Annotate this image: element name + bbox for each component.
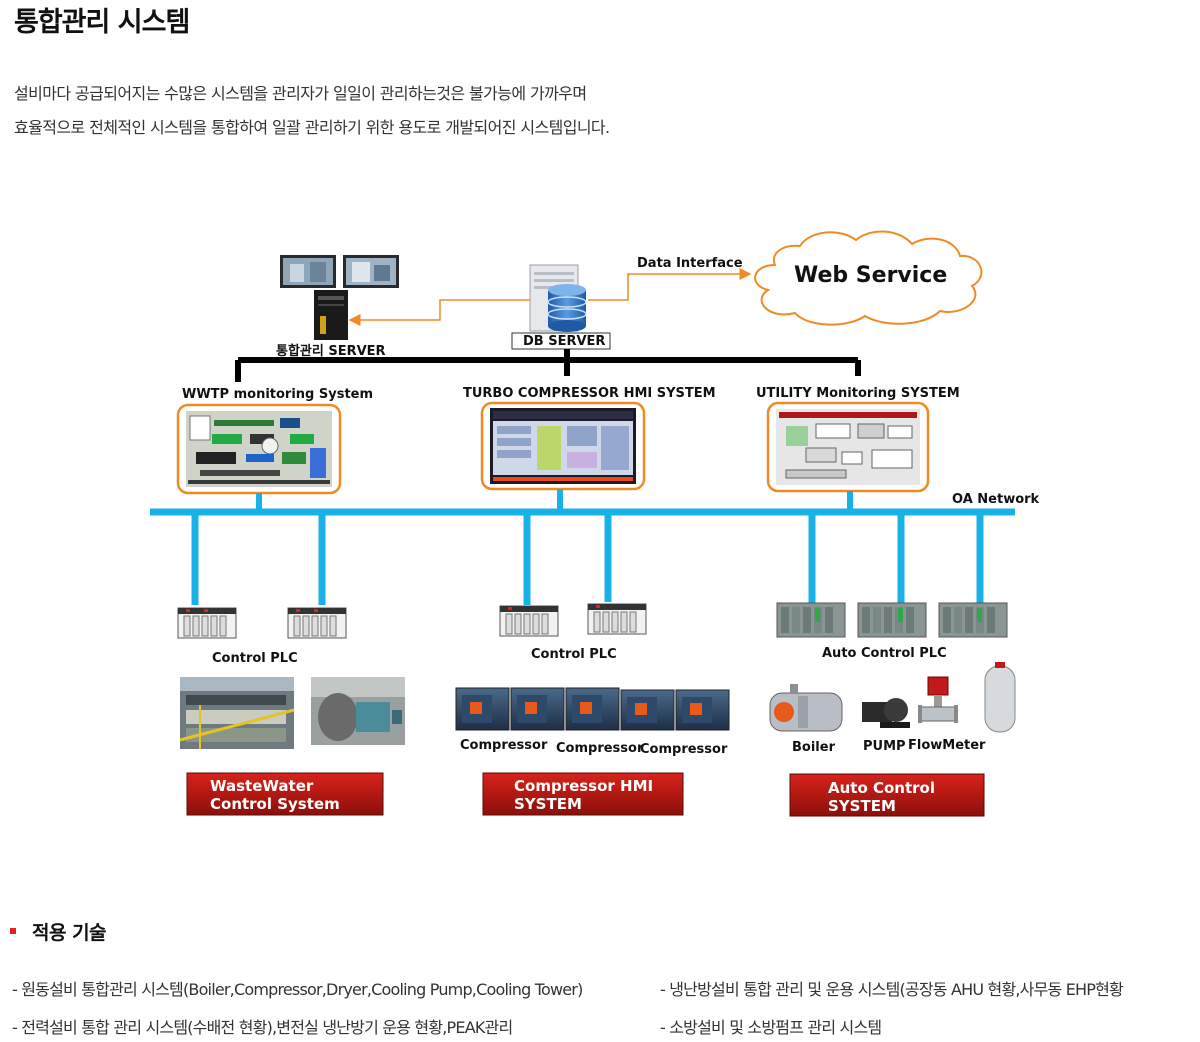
compressor-label-1: Compressor	[460, 738, 548, 753]
turbo-compressor-screen	[480, 401, 646, 491]
tech-item: - 소방설비 및 소방펌프 관리 시스템	[660, 1018, 882, 1037]
bullet-icon	[10, 927, 16, 934]
system-label-turbo: TURBO COMPRESSOR HMI SYSTEM	[463, 386, 716, 401]
wastewater-control-system-button[interactable]: WasteWater Control System	[186, 772, 384, 816]
auto-control-system-button[interactable]: Auto Control SYSTEM	[789, 773, 985, 817]
web-service-cloud	[754, 230, 983, 326]
flowmeter-icon	[918, 676, 958, 723]
page-title: 통합관리 시스템	[14, 7, 190, 38]
plc-label-2: Control PLC	[531, 647, 617, 662]
compressor-label-2: Compressor	[556, 741, 644, 756]
pump-icon	[862, 698, 910, 728]
tech-item: - 원동설비 통합관리 시스템(Boiler,Compressor,Dryer,…	[12, 980, 583, 999]
wastewater-plant-image	[179, 677, 295, 749]
button-line-2: Control System	[210, 795, 340, 813]
compressor-label-3: Compressor	[640, 742, 728, 757]
tech-item: - 전력설비 통합 관리 시스템(수배전 현황),변전실 냉난방기 운용 현황,…	[12, 1018, 513, 1037]
plc-label-1: Control PLC	[212, 651, 298, 666]
plc-module-icon	[938, 602, 1008, 638]
button-line-2: SYSTEM	[514, 795, 582, 813]
monitor-icon	[280, 255, 336, 288]
button-line-1: Auto Control	[828, 779, 935, 797]
oa-network-label: OA Network	[952, 492, 1040, 507]
intro-line-1: 설비마다 공급되어지는 수많은 시스템을 관리자가 일일이 관리하는것은 불가능…	[14, 84, 587, 103]
equipment-label-boiler: Boiler	[792, 740, 836, 755]
plc-module-icon	[287, 607, 347, 639]
plc-module-icon	[177, 607, 237, 639]
button-line-2: SYSTEM	[828, 797, 896, 815]
main-server-label: 통합관리 SERVER	[276, 343, 386, 359]
plc-module-icon	[776, 602, 846, 638]
system-architecture-diagram: 통합관리 SERVER DB SERVER Data Interface Web…	[150, 230, 1040, 817]
intro-line-2: 효율적으로 전체적인 시스템을 통합하여 일괄 관리하기 위한 용도로 개발되어…	[14, 118, 610, 137]
db-server-icon	[529, 264, 587, 332]
button-line-1: WasteWater	[210, 777, 314, 795]
equipment-label-flowmeter: FlowMeter	[908, 738, 986, 753]
db-server-label-box	[511, 332, 611, 350]
system-label-utility: UTILITY Monitoring SYSTEM	[756, 386, 960, 401]
db-server-label: DB SERVER	[523, 334, 605, 349]
motor-equipment-image	[311, 677, 405, 745]
boiler-icon	[769, 684, 843, 732]
button-line-1: Compressor HMI	[514, 777, 653, 795]
tank-icon	[984, 662, 1016, 733]
plc-module-icon	[857, 602, 927, 638]
data-interface-label: Data Interface	[637, 256, 743, 271]
tech-item: - 냉난방설비 통합 관리 및 운용 시스템(공장동 AHU 현황,사무동 EH…	[660, 980, 1124, 999]
network-drops	[191, 512, 984, 605]
equipment-label-pump: PUMP	[863, 739, 906, 754]
wwtp-screen	[176, 403, 342, 495]
plc-label-3: Auto Control PLC	[822, 646, 947, 661]
web-service-label: Web Service	[794, 263, 947, 288]
data-interface-arrow	[588, 268, 752, 301]
compressor-hmi-system-button[interactable]: Compressor HMI SYSTEM	[482, 772, 684, 816]
db-to-server-arrow	[348, 299, 530, 326]
section-title: 적용 기술	[32, 922, 107, 944]
monitor-icon	[343, 255, 399, 288]
plc-module-icon	[587, 603, 647, 635]
utility-screen	[766, 401, 930, 493]
plc-module-icon	[499, 605, 559, 637]
main-server-icon	[314, 290, 348, 340]
system-label-wwtp: WWTP monitoring System	[182, 387, 373, 402]
compressor-units	[455, 687, 730, 731]
section-heading: 적용 기술	[10, 918, 107, 945]
